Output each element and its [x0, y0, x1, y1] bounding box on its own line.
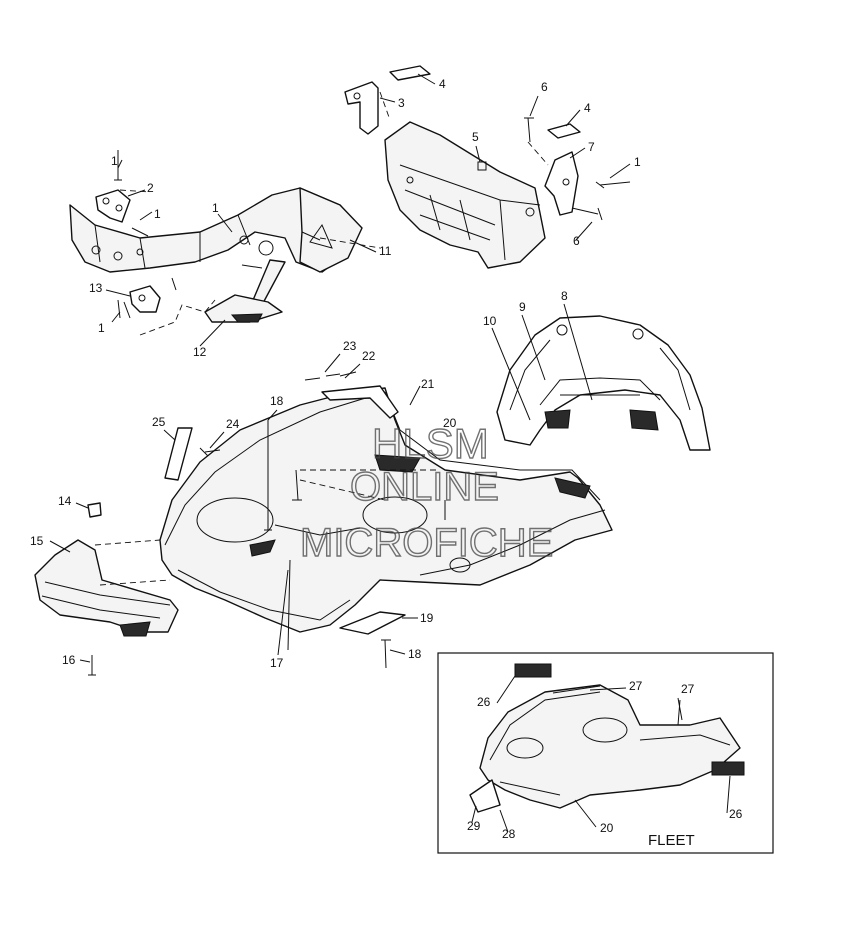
- watermark: HLSM ONLINE MICROFICHE: [299, 419, 554, 565]
- callout-4: 4: [439, 77, 446, 91]
- callout-19: 19: [420, 611, 434, 625]
- callout-labels: 1 1 1 1 1 2 3 4 4 5 6 6 7 8 9 10 11 12 1…: [30, 77, 743, 841]
- front-frame-assembly: [69, 150, 381, 336]
- fleet-label: FLEET: [648, 832, 695, 849]
- callout-1: 1: [154, 207, 161, 221]
- rear-tail-assembly: [496, 315, 711, 451]
- callout-20: 20: [600, 821, 614, 835]
- callout-18: 18: [408, 647, 422, 661]
- callout-12: 12: [193, 345, 207, 359]
- callout-27: 27: [629, 679, 643, 693]
- callout-26: 26: [729, 807, 743, 821]
- callout-18: 18: [270, 394, 284, 408]
- callout-7: 7: [588, 140, 595, 154]
- callout-17: 17: [270, 656, 284, 670]
- callout-26: 26: [477, 695, 491, 709]
- callout-23: 23: [343, 339, 357, 353]
- watermark-line-2: ONLINE: [350, 465, 499, 509]
- callout-1: 1: [634, 155, 641, 169]
- fleet-inset: [437, 652, 774, 854]
- callout-14: 14: [58, 494, 72, 508]
- callout-24: 24: [226, 417, 240, 431]
- callout-28: 28: [502, 827, 516, 841]
- callout-11: 11: [379, 244, 392, 258]
- leader-lines: [49, 73, 731, 833]
- callout-2: 2: [147, 181, 154, 195]
- callout-8: 8: [561, 289, 568, 303]
- callout-16: 16: [62, 653, 76, 667]
- callout-3: 3: [398, 96, 405, 110]
- callout-22: 22: [362, 349, 376, 363]
- callout-4: 4: [584, 101, 591, 115]
- rear-bulkhead-assembly: [344, 65, 631, 269]
- callout-9: 9: [519, 300, 526, 314]
- callout-15: 15: [30, 534, 44, 548]
- callout-6: 6: [541, 80, 548, 94]
- callout-25: 25: [152, 415, 166, 429]
- callout-21: 21: [421, 377, 435, 391]
- watermark-line-1: HLSM: [372, 420, 489, 467]
- callout-1: 1: [212, 201, 219, 215]
- callout-1: 1: [111, 154, 118, 168]
- callout-29: 29: [467, 819, 481, 833]
- main-body-pan: [159, 371, 613, 669]
- callout-27: 27: [681, 682, 695, 696]
- callout-20: 20: [443, 416, 457, 430]
- callout-5: 5: [472, 130, 479, 144]
- callout-6: 6: [573, 234, 580, 248]
- callout-13: 13: [89, 281, 103, 295]
- callout-10: 10: [483, 314, 497, 328]
- callout-1: 1: [98, 321, 105, 335]
- front-bumper-assembly: [34, 502, 179, 676]
- watermark-line-3: MICROFICHE: [300, 521, 553, 565]
